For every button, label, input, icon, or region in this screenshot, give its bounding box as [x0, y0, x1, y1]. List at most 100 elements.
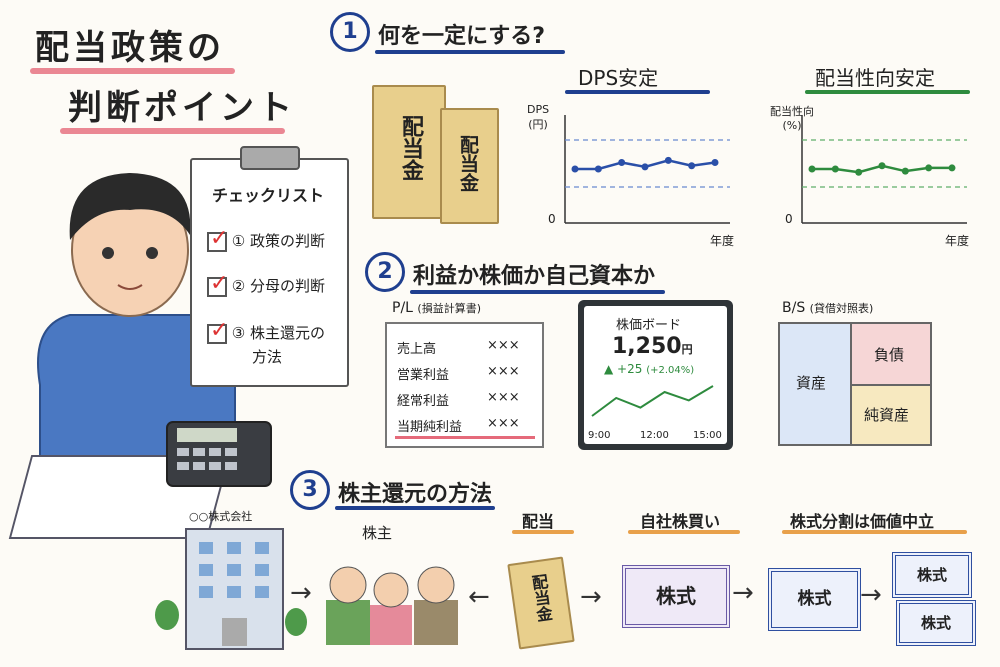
- arrow-right-icon: →: [290, 578, 312, 608]
- checkbox-icon: [207, 271, 228, 297]
- calculator-icon: [166, 421, 272, 487]
- section3-title: 株主還元の方法: [338, 482, 493, 507]
- payout-underline: [805, 90, 970, 94]
- bs-liabilities-label: 負債: [874, 346, 905, 364]
- payout-zero: 0: [785, 212, 793, 226]
- checklist-item: ② 分母の判断: [207, 271, 325, 297]
- bs-equity-label: 純資産: [864, 406, 910, 424]
- stock-time-tick: 9:00: [588, 430, 611, 441]
- stock-change: ▲ +25 (+2.04%): [604, 362, 694, 376]
- payout-chart: [801, 115, 967, 224]
- pl-heading-sub: (損益計算書): [417, 302, 482, 315]
- title-underline: [30, 68, 235, 74]
- stock-line: [591, 385, 714, 417]
- envelope-icon: 配当金: [372, 85, 446, 219]
- stock-chart: [591, 385, 714, 417]
- bs-heading: B/S (貸借対照表): [782, 300, 873, 316]
- pl-row-label: 売上高: [397, 342, 437, 357]
- arrow-right-icon: →: [732, 578, 754, 608]
- bs-liabilities: 負債: [852, 324, 930, 386]
- dps-ylabel: DPS (円): [527, 103, 549, 132]
- stock-board-title: 株価ボード: [616, 318, 682, 333]
- payout-ylabel-line1: 配当性向: [770, 105, 814, 118]
- pl-sheet: 売上高 ××× 営業利益 ××× 経常利益 ××× 当期純利益 ×××: [385, 322, 544, 448]
- checklist-item: ③ 株主還元の: [207, 318, 325, 344]
- section2-number: 2: [365, 252, 405, 292]
- checklist-clipboard: チェックリスト ① 政策の判断 ② 分母の判断 ③ 株主還元の 方法: [190, 146, 349, 387]
- dps-xlabel: 年度: [710, 234, 735, 248]
- dps-underline: [565, 90, 710, 94]
- pl-row-label: 経常利益: [397, 394, 450, 409]
- bs-heading-main: B/S: [782, 300, 806, 316]
- envelope-label: 配当金: [457, 135, 479, 192]
- buyback-underline: [628, 530, 740, 534]
- stock-price-value: 1,250: [612, 334, 682, 359]
- section3-number: 3: [290, 470, 330, 510]
- checkbox-icon: [207, 318, 228, 344]
- data-point: [641, 163, 649, 171]
- stock-change-pct: (+2.04%): [646, 365, 695, 376]
- data-point: [901, 167, 909, 175]
- checklist-item-line2: 方法: [252, 348, 283, 366]
- arrow-right-icon: →: [860, 580, 882, 610]
- bs-equity: 純資産: [852, 386, 930, 444]
- dps-chart-title: DPS安定: [578, 66, 659, 90]
- dps-chart: [564, 115, 730, 224]
- envelope-icon: 配当金: [440, 108, 499, 224]
- company-building: ○○株式会社: [185, 510, 284, 650]
- stock-board-screen: [584, 306, 727, 444]
- pl-heading-main: P/L: [392, 300, 413, 316]
- bs-assets: 資産: [780, 324, 852, 444]
- stock-certificate-small: 株式: [896, 600, 976, 646]
- stock-board: 株価ボード 1,250円 ▲ +25 (+2.04%) 9:00 12:00 1…: [578, 300, 733, 450]
- payout-chart-title: 配当性向安定: [815, 66, 935, 90]
- section2-underline: [410, 290, 665, 294]
- pl-row-value: ×××: [487, 416, 520, 431]
- dps-ylabel-line2: (円): [528, 118, 548, 131]
- dividend-envelope-label: 配当金: [528, 572, 554, 624]
- stock-price-unit: 円: [681, 343, 693, 356]
- page-title-line1: 配当政策の: [35, 28, 225, 68]
- data-point: [855, 168, 863, 176]
- clip-icon: [240, 146, 300, 170]
- stock-time-tick: 12:00: [640, 430, 669, 441]
- stock-price: 1,250円: [612, 334, 693, 359]
- tree-icon: [155, 600, 179, 630]
- pl-row-label: 営業利益: [397, 368, 450, 383]
- arrow-right-icon: →: [580, 582, 602, 612]
- page-title-line2: 判断ポイント: [68, 88, 296, 128]
- arrow-left-icon: ←: [468, 582, 490, 612]
- data-point: [618, 159, 626, 167]
- tree-icon: [285, 608, 307, 636]
- dps-ylabel-line1: DPS: [527, 103, 550, 116]
- stock-time-tick: 15:00: [693, 430, 722, 441]
- student-illustration: [37, 173, 237, 466]
- pl-highlight: [395, 436, 535, 439]
- payout-xlabel: 年度: [945, 234, 970, 248]
- checklist-heading: チェックリスト: [212, 186, 325, 205]
- pl-heading: P/L (損益計算書): [392, 300, 481, 316]
- buyback-label: 自社株買い: [640, 512, 721, 531]
- data-point: [688, 162, 696, 170]
- company-label: ○○株式会社: [189, 510, 253, 523]
- data-point: [878, 162, 886, 170]
- stock-certificate-label: 株式: [916, 566, 947, 584]
- dividend-underline: [512, 530, 574, 534]
- split-label: 株式分割は価値中立: [790, 512, 935, 531]
- stock-certificate-label: 株式: [797, 589, 832, 609]
- building-windows: [199, 542, 269, 646]
- pl-row-label: 当期純利益: [397, 420, 463, 435]
- stock-certificate-label: 株式: [656, 584, 696, 608]
- payout-ylabel: 配当性向 (%): [770, 103, 814, 132]
- data-point: [664, 156, 672, 164]
- stock-certificate: 株式: [622, 565, 730, 628]
- shareholders-label: 株主: [362, 524, 393, 542]
- section1-number: 1: [330, 12, 370, 52]
- bs-heading-sub: (貸借対照表): [809, 302, 874, 315]
- data-point: [594, 165, 602, 173]
- section3-underline: [335, 506, 495, 510]
- split-underline: [782, 530, 967, 534]
- data-point: [948, 164, 956, 172]
- dividend-label: 配当: [522, 512, 555, 531]
- dividend-envelope-icon: 配当金: [507, 556, 575, 650]
